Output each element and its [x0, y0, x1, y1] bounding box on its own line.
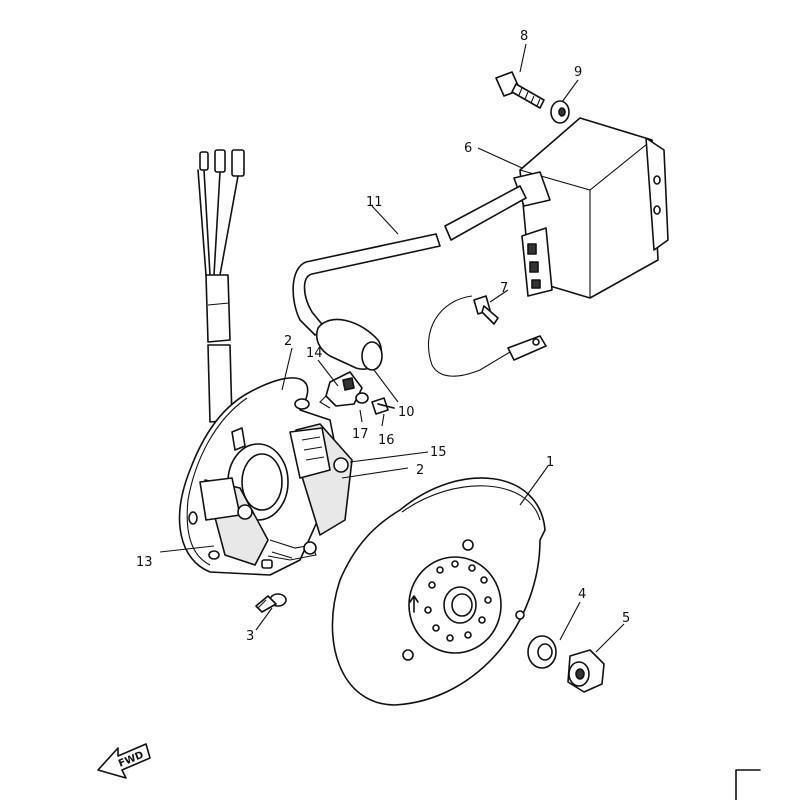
callout-9: 9 [574, 65, 582, 80]
washer-4 [527, 635, 557, 669]
callout-7: 7 [500, 281, 508, 296]
rotor-bolt-holes [424, 560, 492, 642]
leader-lines [159, 43, 625, 653]
nut-5 [567, 649, 605, 693]
callout-6: 6 [464, 141, 472, 156]
fwd-arrow: FWD [97, 743, 151, 779]
charging-coil-lower [199, 477, 317, 569]
callout-numbers: 1 2 2 3 4 5 6 7 8 9 10 11 13 14 15 16 17 [136, 29, 630, 644]
washer-17 [355, 392, 369, 404]
callout-16: 16 [378, 433, 395, 448]
wire-harness [197, 149, 245, 423]
ignition-coil-upper [289, 423, 353, 536]
callout-17: 17 [352, 427, 369, 442]
screw-16 [371, 397, 395, 415]
cdi-unit [513, 117, 669, 299]
washer-9 [550, 100, 570, 124]
bolt-8 [495, 71, 545, 109]
callout-15: 15 [430, 445, 447, 460]
corner-bracket [735, 769, 761, 800]
spark-plug-cap [315, 318, 383, 371]
callout-1: 1 [546, 455, 554, 470]
callout-2-plate: 2 [284, 334, 292, 349]
callout-11: 11 [366, 195, 383, 210]
callout-4: 4 [578, 587, 586, 602]
callout-5: 5 [622, 611, 630, 626]
screw-3 [255, 593, 287, 613]
ground-lead [427, 295, 547, 377]
callout-14: 14 [306, 346, 323, 361]
pickup-coil-assembly [319, 371, 363, 409]
flywheel-rotor [331, 477, 546, 706]
callout-13: 13 [136, 555, 153, 570]
callout-8: 8 [520, 29, 528, 44]
callout-3: 3 [246, 629, 254, 644]
callout-10: 10 [398, 405, 415, 420]
bolt-7 [473, 295, 499, 325]
callout-2-coil: 2 [416, 463, 424, 478]
